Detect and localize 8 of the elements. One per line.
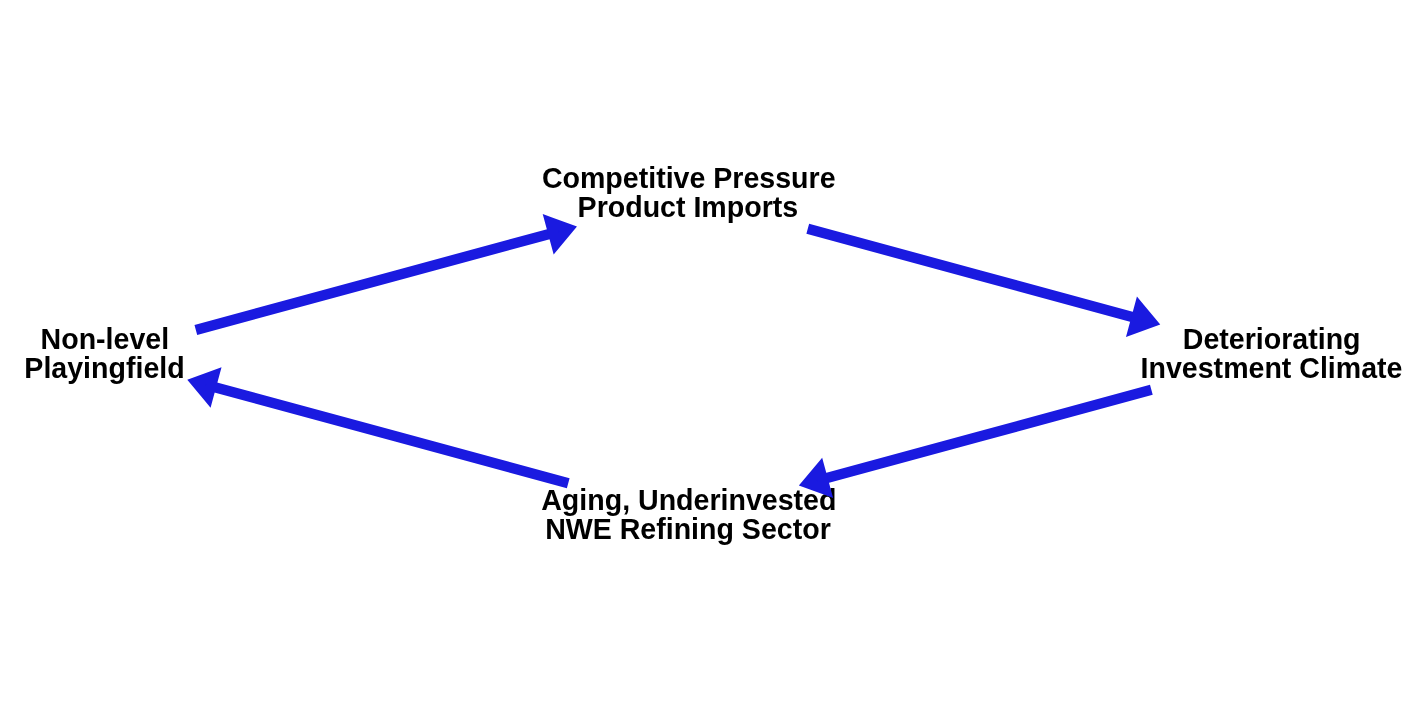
- arrow: [194, 213, 577, 335]
- arrow: [798, 384, 1153, 498]
- node-text: Aging, Underinvested NWE Refining Sector: [541, 483, 837, 545]
- arrow: [806, 223, 1161, 337]
- node-text: Deteriorating Investment Climate: [1140, 322, 1403, 384]
- node-text: Competitive Pressure Product Imports: [541, 161, 836, 223]
- arrow: [187, 366, 570, 488]
- node-text: Non-level Playingfield: [24, 322, 185, 384]
